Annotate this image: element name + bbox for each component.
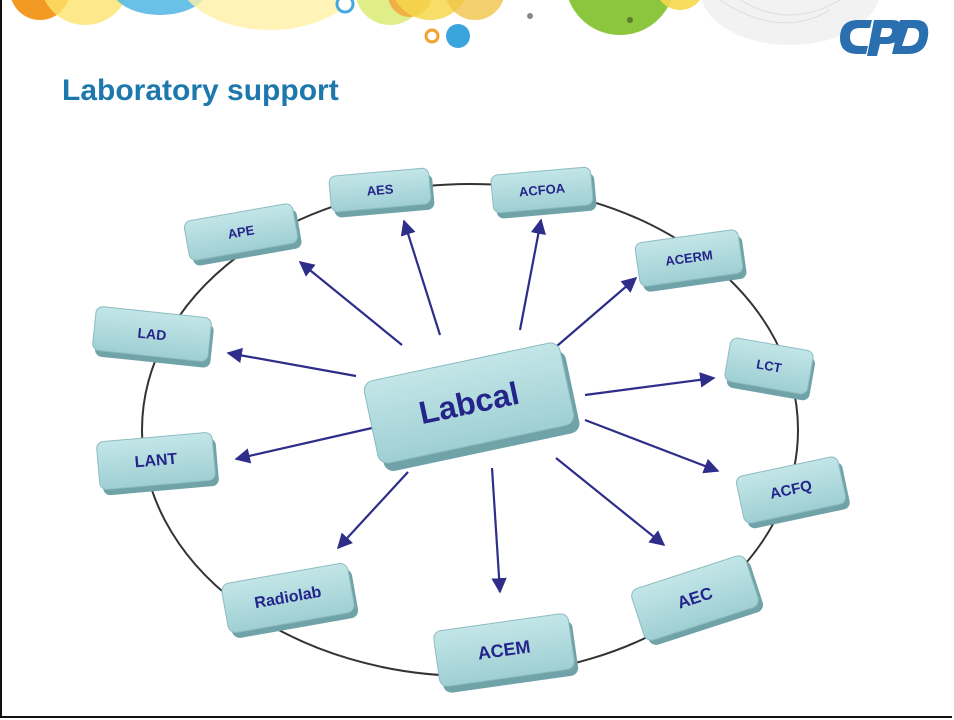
node-box-labcal: Labcal — [363, 342, 580, 471]
node-label-lant: LANT — [134, 451, 178, 472]
node-label-lad: LAD — [137, 325, 167, 344]
node-box-acerm: ACERM — [634, 229, 747, 292]
node-box-aes: AES — [328, 167, 435, 218]
arrow-to-acem — [490, 467, 507, 594]
node-label-lct: LCT — [755, 356, 783, 375]
arrow-to-acfoa — [518, 218, 546, 331]
node-box-acem: ACEM — [433, 613, 579, 693]
arrow-to-acfq — [584, 418, 720, 474]
arrow-to-lct — [584, 372, 716, 397]
arrow-to-radiolab — [336, 471, 409, 550]
arrow-to-lad — [226, 347, 357, 378]
cpqd-logo — [840, 20, 929, 56]
node-box-lad: LAD — [92, 306, 214, 368]
node-label-acerm: ACERM — [664, 247, 713, 268]
node-box-acfoa: ACFOA — [490, 166, 597, 219]
arrow-to-ape — [298, 261, 403, 346]
node-box-acfq: ACFQ — [735, 456, 850, 529]
node-box-aec: AEC — [631, 555, 764, 645]
node-box-lant: LANT — [96, 432, 219, 496]
arrow-to-lant — [234, 426, 373, 464]
slide-title: Laboratory support — [62, 74, 339, 107]
node-label-aes: AES — [366, 181, 394, 198]
decorative-bubbles — [11, 0, 879, 48]
node-box-lct: LCT — [724, 337, 815, 401]
arrows — [226, 218, 720, 594]
node-box-ape: APE — [183, 203, 302, 266]
arrow-to-aes — [400, 219, 442, 336]
node-label-ape: APE — [227, 222, 256, 241]
arrow-to-aec — [555, 457, 666, 546]
arrow-to-acerm — [549, 276, 638, 353]
node-box-radiolab: Radiolab — [221, 563, 359, 638]
node-label-acfoa: ACFOA — [518, 180, 566, 199]
node-boxes: AES ACFOA APE ACERM LAD LCT — [92, 166, 850, 693]
